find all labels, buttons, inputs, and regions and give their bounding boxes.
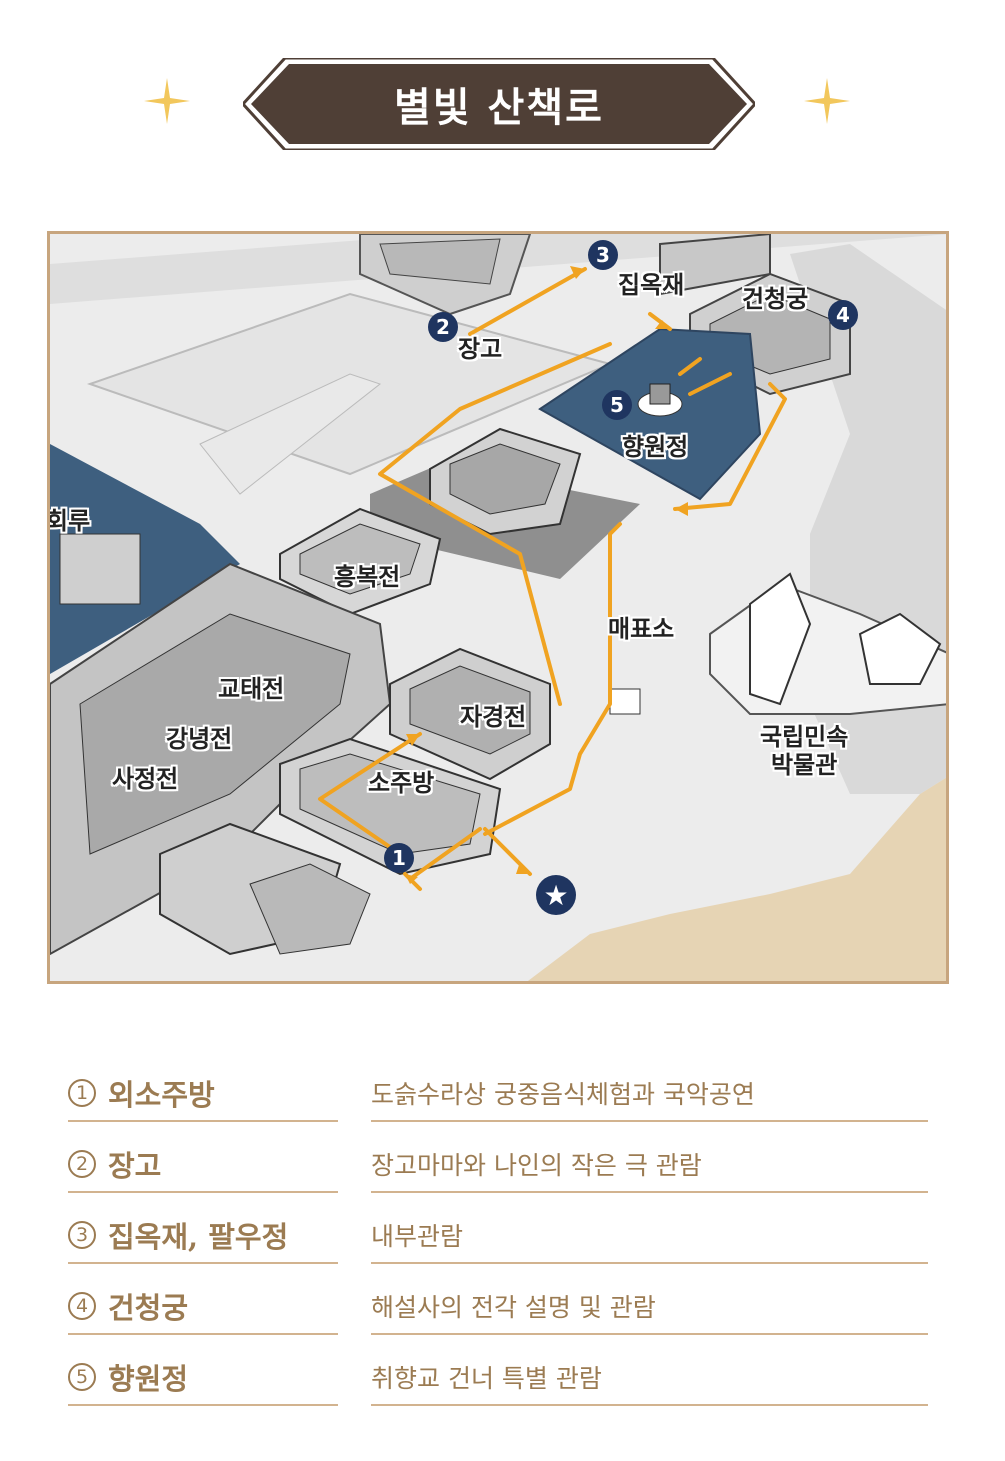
legend-number: 1 xyxy=(68,1079,96,1107)
label-gyotaejeon: 교태전 xyxy=(218,675,285,703)
label-gyeonghoeru: 회루 xyxy=(47,507,91,535)
start-star-icon: ★ xyxy=(536,875,576,915)
legend-number: 3 xyxy=(68,1221,96,1249)
label-maepyoso: 매표소 xyxy=(608,615,675,643)
legend-desc: 도슭수라상 궁중음식체험과 국악공연 xyxy=(371,1060,928,1122)
route-marker-2: 2 xyxy=(428,312,458,342)
label-museum-line1: 국립민속 xyxy=(760,723,849,751)
label-gangnyeongjeon: 강녕전 xyxy=(166,725,233,753)
legend-number: 4 xyxy=(68,1292,96,1320)
label-sajeongjeon: 사정전 xyxy=(112,765,179,793)
route-marker-4: 4 xyxy=(828,300,858,330)
label-heungbokjeon: 흥복전 xyxy=(334,563,401,591)
legend-row: 1 외소주방 도슭수라상 궁중음식체험과 국악공연 xyxy=(68,1060,928,1124)
legend-row: 4 건청궁 해설사의 전각 설명 및 관람 xyxy=(68,1273,928,1337)
label-hyangwonjeong: 향원정 xyxy=(622,433,689,461)
label-geoncheonggung: 건청궁 xyxy=(742,285,809,313)
palace-map: 집옥재 건청궁 장고 향원정 회루 흥복전 매표소 교태전 자경전 강녕전 사정… xyxy=(47,231,949,984)
legend-desc: 취향교 건너 특별 관람 xyxy=(371,1344,928,1406)
legend-name: 집옥재, 팔우정 xyxy=(108,1220,289,1254)
legend-desc: 장고마마와 나인의 작은 극 관람 xyxy=(371,1131,928,1193)
legend-row: 3 집옥재, 팔우정 내부관람 xyxy=(68,1202,928,1266)
route-marker-1: 1 xyxy=(384,843,414,873)
label-museum: 국립민속 박물관 xyxy=(760,723,849,779)
legend-row: 5 향원정 취향교 건너 특별 관람 xyxy=(68,1344,928,1408)
sparkle-right-icon xyxy=(802,76,852,130)
title-banner: 별빛 산책로 xyxy=(243,58,755,150)
label-museum-line2: 박물관 xyxy=(771,750,838,779)
route-marker-3: 3 xyxy=(588,240,618,270)
label-sojubang: 소주방 xyxy=(368,769,435,797)
legend-name: 외소주방 xyxy=(108,1078,215,1112)
legend-number: 5 xyxy=(68,1363,96,1391)
legend-name: 건청궁 xyxy=(108,1291,189,1325)
legend-desc: 내부관람 xyxy=(371,1202,928,1264)
legend-name: 향원정 xyxy=(108,1362,189,1396)
page-title: 별빛 산책로 xyxy=(394,85,604,131)
legend-row: 2 장고 장고마마와 나인의 작은 극 관람 xyxy=(68,1131,928,1195)
sparkle-left-icon xyxy=(142,76,192,130)
label-jagyeongjeon: 자경전 xyxy=(460,703,527,731)
legend-name: 장고 xyxy=(108,1149,162,1183)
legend-number: 2 xyxy=(68,1150,96,1178)
legend-desc: 해설사의 전각 설명 및 관람 xyxy=(371,1273,928,1335)
label-jibokjae: 집옥재 xyxy=(618,271,685,299)
label-janggo: 장고 xyxy=(458,335,503,363)
route-marker-5: 5 xyxy=(602,390,632,420)
